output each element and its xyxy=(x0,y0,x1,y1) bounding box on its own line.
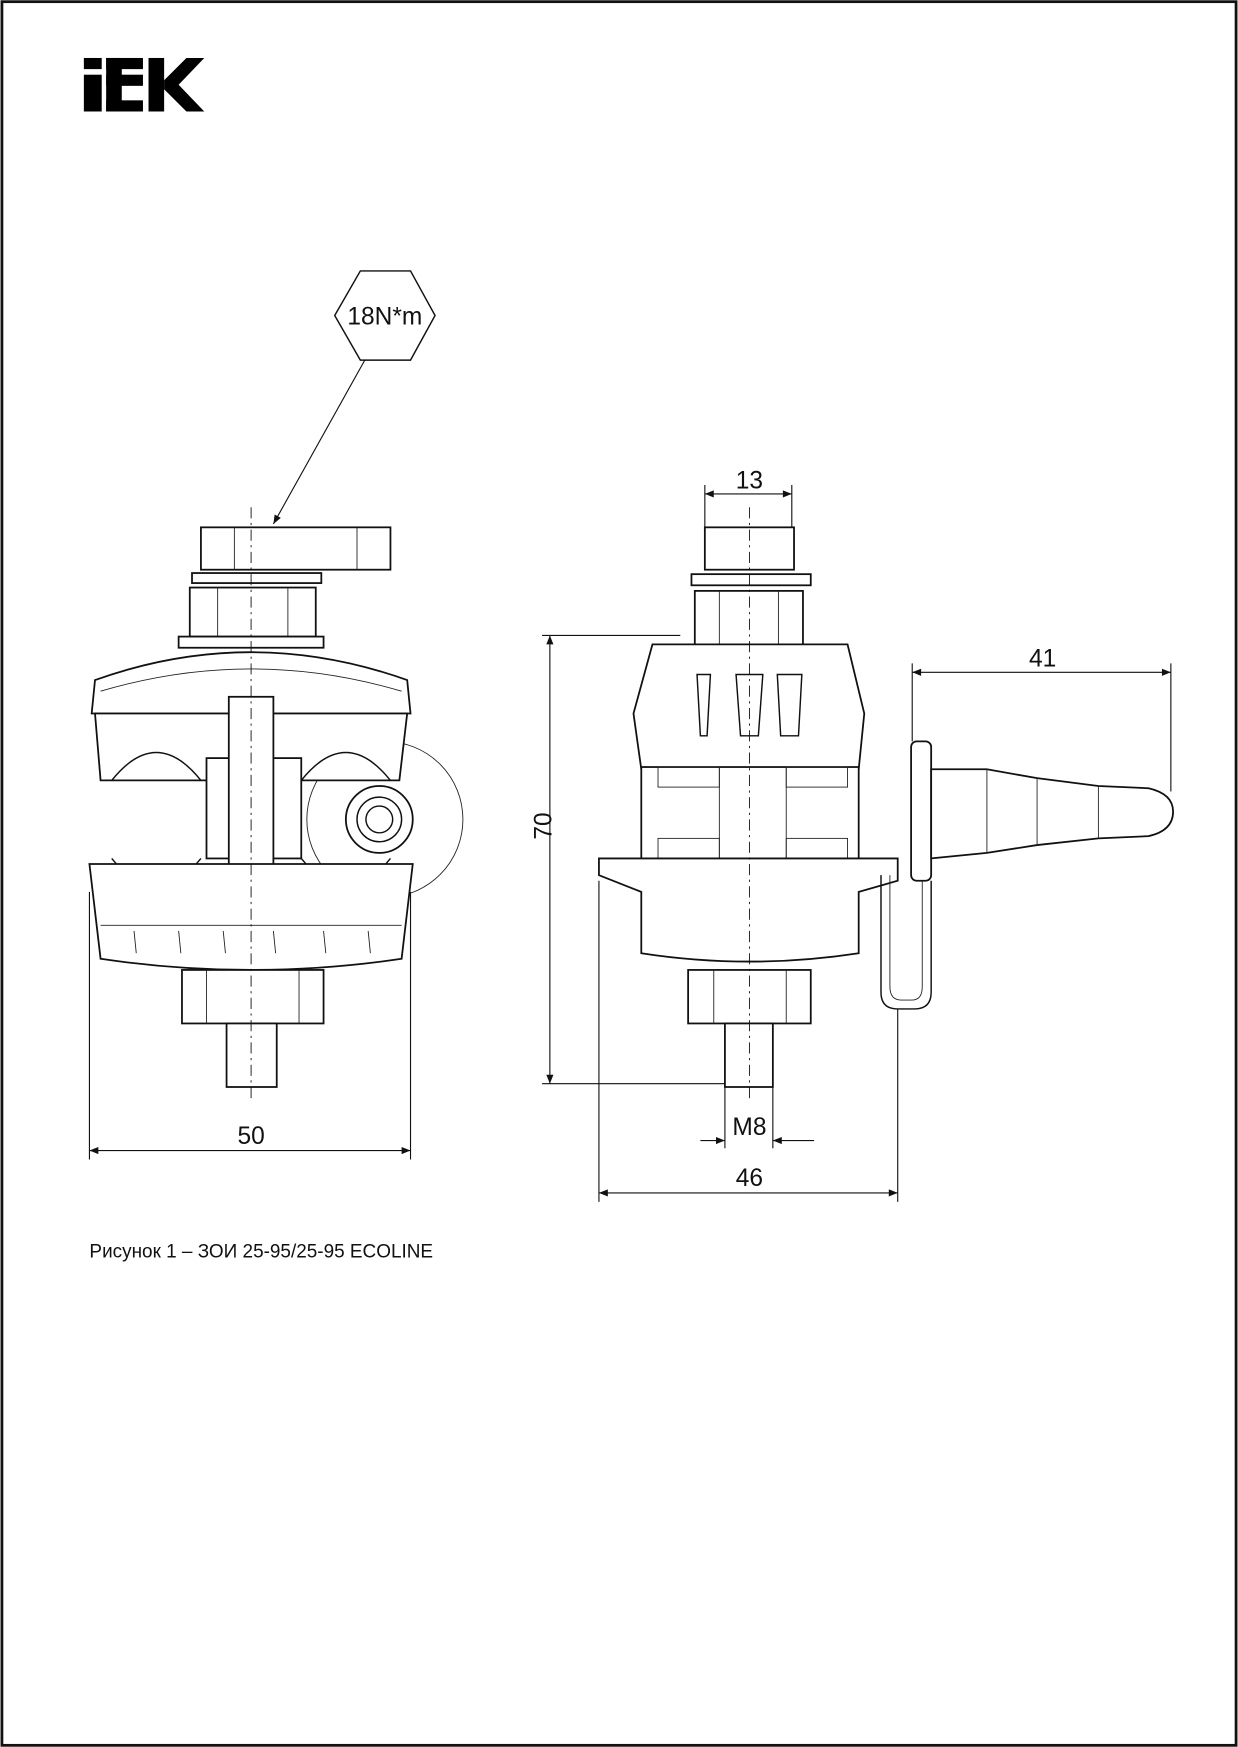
side-view xyxy=(598,507,1174,1099)
dimension-13-label: 13 xyxy=(736,467,763,494)
dimension-41-label: 41 xyxy=(1029,646,1056,673)
dimension-46: 46 xyxy=(598,880,899,1202)
dimension-70: 70 xyxy=(531,634,725,1085)
torque-label: 18N*m xyxy=(347,303,422,330)
figure-caption: Рисунок 1 – ЗОИ 25-95/25-95 ECOLINE xyxy=(89,1242,433,1263)
dimension-50-label: 50 xyxy=(237,1123,264,1150)
dimension-13: 13 xyxy=(704,467,793,528)
dimension-46-label: 46 xyxy=(736,1165,763,1192)
dimension-m8-label: M8 xyxy=(732,1114,766,1141)
dimension-41: 41 xyxy=(911,646,1172,792)
front-view xyxy=(88,507,464,1099)
dimension-70-label: 70 xyxy=(531,812,558,839)
torque-callout: 18N*m xyxy=(272,270,436,525)
iek-logo xyxy=(83,57,205,112)
dimension-50: 50 xyxy=(88,891,412,1160)
dimension-m8: M8 xyxy=(700,1086,815,1149)
